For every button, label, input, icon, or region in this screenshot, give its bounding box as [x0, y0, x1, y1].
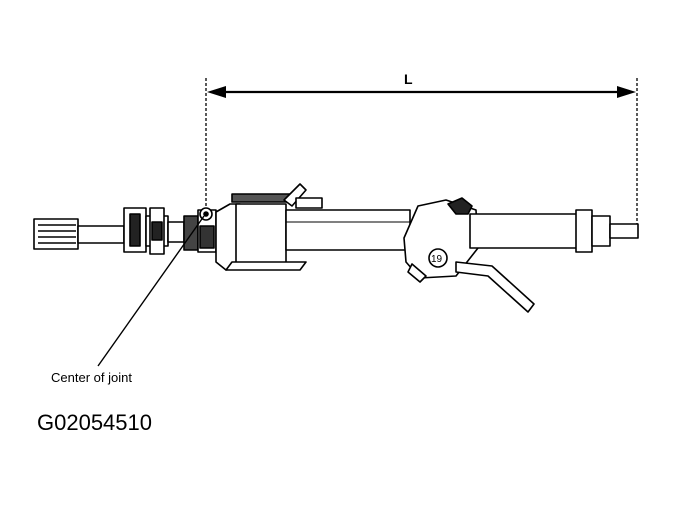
- callout-label: Center of joint: [51, 370, 132, 385]
- tilt-lever: [455, 261, 535, 313]
- splined-shaft: [33, 218, 125, 250]
- dimension-l: [205, 78, 638, 225]
- steering-column: 19: [33, 183, 639, 313]
- figure-id: G02054510: [37, 410, 152, 435]
- upper-column-tube: [469, 209, 639, 253]
- intermediate-shaft: [167, 207, 217, 253]
- mount-tab-upper: [283, 183, 307, 207]
- tilt-pivot: [428, 248, 448, 268]
- svg-text:19: 19: [431, 254, 443, 265]
- dimension-label: L: [404, 71, 413, 87]
- arrowhead-right: [617, 86, 636, 98]
- column-tube: [285, 209, 411, 251]
- lower-universal-joint: [123, 207, 169, 255]
- callout-leader-line: [97, 215, 205, 367]
- tilt-mechanism: 19: [403, 197, 479, 283]
- arrowhead-left: [207, 86, 226, 98]
